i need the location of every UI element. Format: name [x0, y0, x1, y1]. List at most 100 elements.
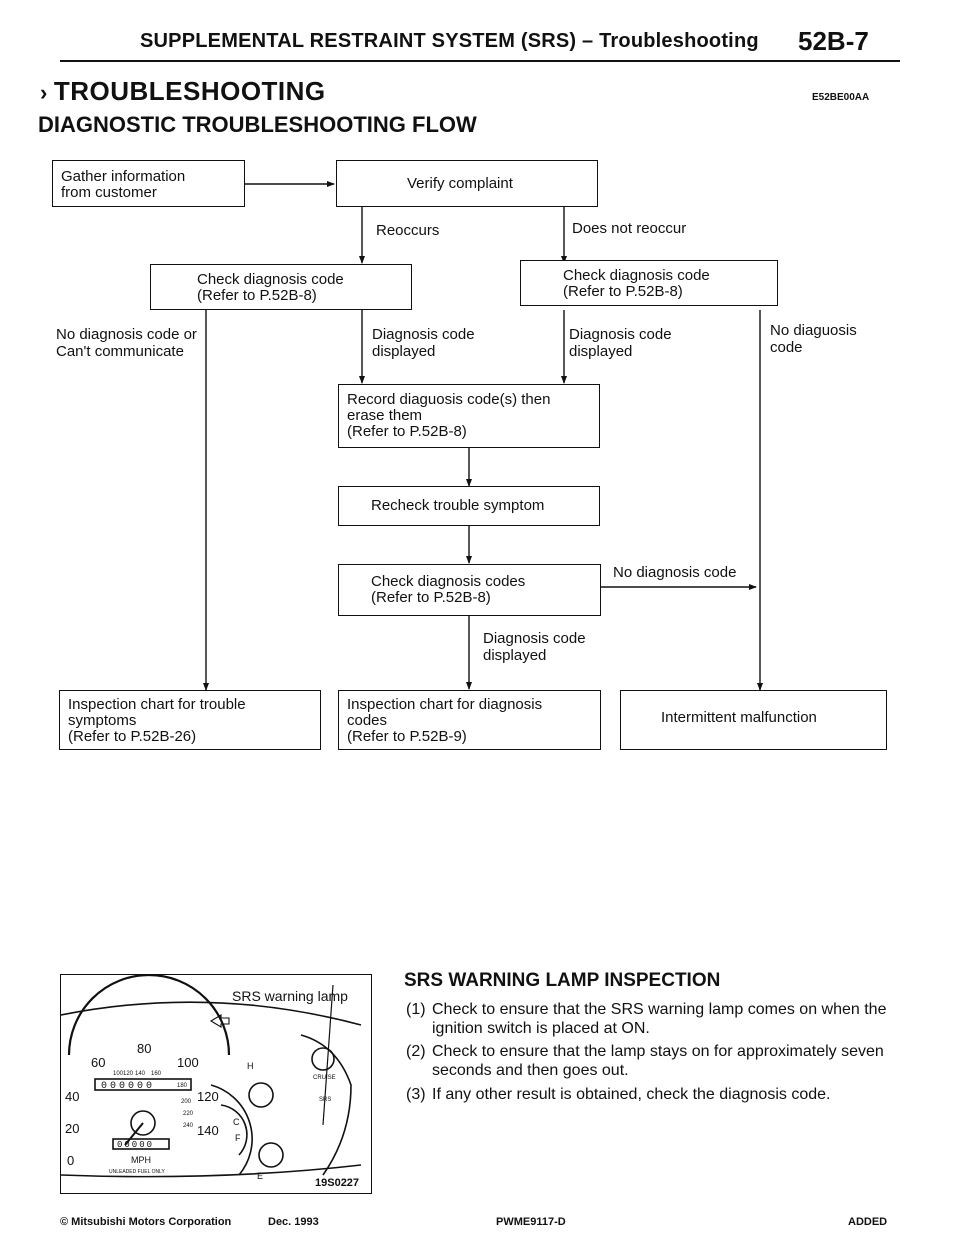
speedo-needle	[124, 1122, 144, 1146]
speedo-80: 80	[137, 1041, 151, 1056]
srs-lamp-label: SRS warning lamp	[232, 988, 348, 1004]
inspection-step-1: (1) Check to ensure that the SRS warning…	[406, 1000, 900, 1040]
inspection-trouble-box: Inspection chart for trouble symptoms (R…	[59, 690, 321, 750]
check-code-left-box: Check diagnosis code (Refer to P.52B-8)	[150, 264, 412, 310]
code-displayed-bottom-line-2: displayed	[483, 647, 547, 664]
no-code-line-1: No diagnosis code or	[56, 326, 197, 343]
cluster-bottom-curve	[60, 1164, 362, 1178]
recheck-symptom-box: Recheck trouble symptom	[338, 486, 600, 526]
check-left-line-1: Check diagnosis code	[197, 271, 344, 288]
check-codes-line-1: Check diagnosis codes	[371, 573, 526, 590]
speedo-arc	[67, 973, 231, 1056]
instrument-cluster-illustration: 80 60 100 40 120 20 140 0 100 120 140 16…	[60, 973, 372, 1194]
speedo-140: 140	[197, 1123, 219, 1138]
reoccurs-label: Reoccurs	[376, 222, 440, 239]
odometer-digits: 000000	[101, 1081, 155, 1092]
insp-trouble-line-1: Inspection chart for trouble	[68, 696, 246, 713]
kmh-100: 100	[113, 1071, 124, 1077]
inspection-title: SRS WARNING LAMP INSPECTION	[404, 970, 721, 991]
speedo-20: 20	[65, 1121, 79, 1136]
step-2-num: (2)	[406, 1043, 426, 1060]
speedo-100: 100	[177, 1055, 199, 1070]
speedo-120: 120	[197, 1089, 219, 1104]
bullet-mark: ›	[40, 80, 48, 105]
srs-leader-line	[322, 984, 334, 1126]
code-displayed-bottom-label: Diagnosis code displayed	[483, 630, 586, 664]
insp-diag-line-3: (Refer to P.52B-9)	[347, 728, 467, 745]
section-title-text: TROUBLESHOOTING	[53, 76, 326, 106]
step-1-text: Check to ensure that the SRS warning lam…	[432, 1001, 887, 1037]
speedo-0: 0	[67, 1153, 74, 1168]
kmh-180: 180	[177, 1083, 188, 1089]
gather-line-2: from customer	[61, 184, 157, 201]
speedo-40: 40	[65, 1089, 79, 1104]
check-codes-box: Check diagnosis codes (Refer to P.52B-8)	[338, 564, 601, 616]
not-reoccur-label: Does not reoccur	[572, 220, 687, 237]
cluster-drawing: 80 60 100 40 120 20 140 0 100 120 140 16…	[60, 973, 362, 1181]
kmh-160: 160	[151, 1071, 162, 1077]
record-code-box: Record diaguosis code(s) then erase them…	[338, 384, 600, 448]
inspection-step-2: (2) Check to ensure that the lamp stays …	[406, 1042, 900, 1082]
no-code-line-2: Can't communicate	[56, 343, 184, 360]
srs-label: SRS	[319, 1097, 331, 1103]
unleaded-label: UNLEADED FUEL ONLY	[109, 1169, 166, 1175]
temp-gauge-dial	[248, 1082, 274, 1108]
cruise-lamp-icon	[311, 1047, 335, 1071]
footer-date: Dec. 1993	[268, 1216, 319, 1228]
code-displayed-left-label: Diagnosis code displayed	[372, 326, 475, 360]
temp-c-label: C	[233, 1117, 240, 1127]
record-line-1: Record diaguosis code(s) then	[347, 391, 551, 408]
header-rule	[60, 60, 900, 62]
code-displayed-right-line-1: Diagnosis code	[569, 326, 672, 343]
inspection-diagnosis-box: Inspection chart for diagnosis codes (Re…	[338, 690, 601, 750]
turn-signal-icon	[209, 1014, 230, 1028]
intermittent-label: Intermittent malfunction	[661, 709, 817, 726]
insp-trouble-line-2: symptoms	[68, 712, 137, 729]
step-2-text: Check to ensure that the lamp stays on f…	[432, 1043, 884, 1079]
kmh-240: 240	[183, 1123, 194, 1129]
check-codes-line-2: (Refer to P.52B-8)	[371, 589, 491, 606]
figure-code: 19S0227	[315, 1177, 360, 1189]
fuel-gauge-dial	[258, 1142, 284, 1168]
code-displayed-bottom-line-1: Diagnosis code	[483, 630, 586, 647]
check-right-line-2: (Refer to P.52B-8)	[563, 283, 683, 300]
fuel-e-label: E	[257, 1171, 263, 1181]
insp-diag-line-1: Inspection chart for diagnosis	[347, 696, 543, 713]
cruise-label: CRUISE	[313, 1075, 336, 1081]
verify-complaint-box: Verify complaint	[336, 160, 598, 207]
no-diag-code-label: No diaguosis code	[770, 322, 857, 356]
code-displayed-left-line-1: Diagnosis code	[372, 326, 475, 343]
speedo-60: 60	[91, 1055, 105, 1070]
speedo-rim-right	[210, 1084, 253, 1176]
kmh-220: 220	[183, 1111, 194, 1117]
footer-copyright: © Mitsubishi Motors Corporation	[60, 1216, 232, 1228]
header-title: SUPPLEMENTAL RESTRAINT SYSTEM (SRS) – Tr…	[140, 30, 759, 52]
no-diag-line-1: No diaguosis	[770, 322, 857, 339]
code-displayed-right-line-2: displayed	[569, 343, 633, 360]
section-code: E52BE00AA	[812, 92, 870, 103]
kmh-120: 120	[123, 1071, 134, 1077]
record-line-3: (Refer to P.52B-8)	[347, 423, 467, 440]
subsection-title: DIAGNOSTIC TROUBLESHOOTING FLOW	[38, 112, 477, 137]
no-code-or-label: No diagnosis code or Can't communicate	[56, 326, 197, 360]
code-displayed-left-line-2: displayed	[372, 343, 436, 360]
gather-line-1: Gather information	[61, 168, 186, 185]
step-3-text: If any other result is obtained, check t…	[432, 1086, 831, 1103]
cluster-top-curve	[60, 1001, 362, 1026]
right-cluster-rim	[300, 1034, 352, 1176]
check-left-line-2: (Refer to P.52B-8)	[197, 287, 317, 304]
kmh-200: 200	[181, 1099, 192, 1105]
page-number: 52B-7	[798, 26, 869, 56]
odometer-window	[94, 1078, 192, 1091]
gather-info-box: Gather information from customer	[52, 160, 245, 207]
intermittent-box: Intermittent malfunction	[620, 690, 887, 750]
insp-diag-line-2: codes	[347, 712, 388, 729]
step-3-num: (3)	[406, 1086, 426, 1103]
mph-label: MPH	[131, 1155, 151, 1165]
kmh-140: 140	[135, 1071, 146, 1077]
footer-doc-number: PWME9117-D	[496, 1216, 566, 1228]
no-diag-line-2: code	[770, 339, 803, 356]
check-right-line-1: Check diagnosis code	[563, 267, 710, 284]
trip-digits: 00000	[117, 1140, 154, 1150]
